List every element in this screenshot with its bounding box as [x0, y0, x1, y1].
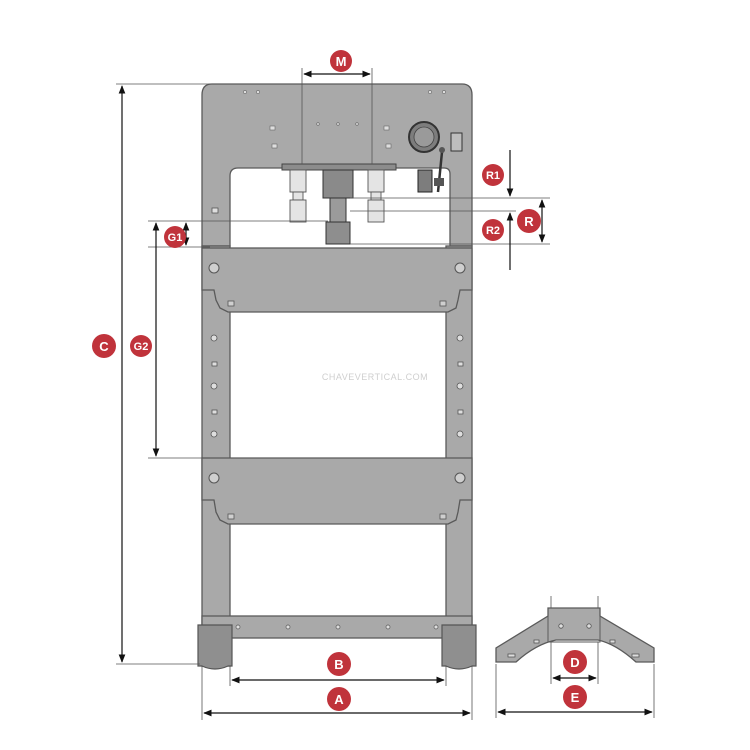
- badge-A-label: A: [334, 692, 344, 707]
- right-column: [445, 245, 473, 667]
- badge-R1-label: R1: [486, 170, 500, 182]
- ram-head: [325, 221, 351, 245]
- ram-rod: [329, 197, 347, 223]
- badge-R-label: R: [524, 214, 534, 229]
- pump: [417, 169, 433, 193]
- badge-G2: G2: [130, 335, 152, 357]
- left-column: [201, 245, 231, 667]
- badge-B-label: B: [334, 657, 343, 672]
- badge-G1: G1: [164, 226, 186, 248]
- badge-G2-label: G2: [134, 341, 149, 353]
- right-foot: [441, 624, 477, 670]
- badge-E: E: [563, 685, 587, 709]
- badge-E-label: E: [571, 690, 580, 705]
- cylinder-plate: [281, 163, 397, 171]
- badge-M: M: [330, 50, 352, 72]
- side-base: [495, 607, 655, 663]
- left-foot: [197, 624, 233, 670]
- column-holes: [210, 207, 464, 438]
- badge-A: A: [327, 687, 351, 711]
- cylinder-body: [322, 169, 354, 199]
- badge-R2: R2: [482, 219, 504, 241]
- badge-D: D: [563, 650, 587, 674]
- watermark: CHAVEVERTICAL.COM: [322, 372, 428, 382]
- badge-G1-label: G1: [168, 232, 183, 244]
- lower-bed: [201, 457, 473, 525]
- badge-R1: R1: [482, 164, 504, 186]
- badge-D-label: D: [570, 655, 579, 670]
- badge-C: C: [92, 334, 116, 358]
- upper-bed: [201, 247, 473, 313]
- dimension-lines: [116, 68, 655, 720]
- front-view: [197, 83, 477, 670]
- badge-R: R: [517, 209, 541, 233]
- badge-R2-label: R2: [486, 225, 500, 237]
- badge-B: B: [327, 652, 351, 676]
- badge-C-label: C: [99, 339, 109, 354]
- badge-M-label: M: [336, 54, 347, 69]
- guide-bolts: [289, 169, 385, 223]
- control-box: [450, 132, 463, 152]
- side-view: [495, 596, 655, 663]
